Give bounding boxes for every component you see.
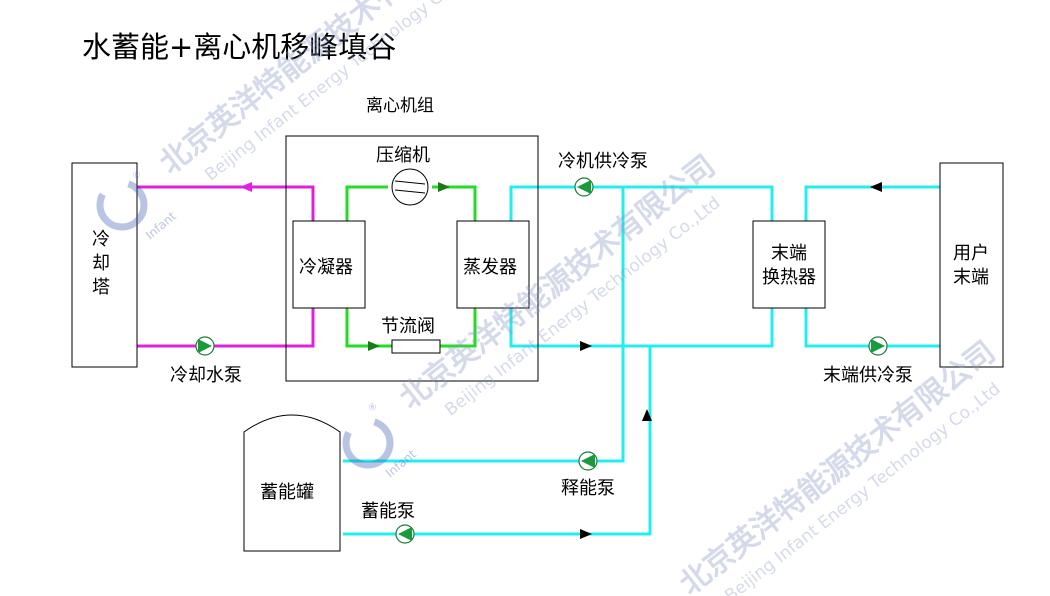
- flow-arrow-icon: [580, 341, 592, 351]
- storage-pump-label: 蓄能泵: [361, 501, 415, 522]
- storage-pump-icon: [395, 524, 415, 544]
- flow-arrow-icon: [642, 409, 652, 421]
- cooling-tower-box: [71, 162, 138, 368]
- cooling-tower-label-2: 却: [92, 253, 110, 274]
- logo-icon: [96, 179, 148, 231]
- cooling-tower-label-1: 冷: [92, 229, 110, 250]
- chiller-supply-pipe: [509, 185, 774, 222]
- end-heat-exchanger-label-1: 末端: [771, 243, 807, 264]
- svg-text:®: ®: [368, 403, 377, 413]
- refrigerant-suction-pipe: [432, 185, 477, 222]
- end-heat-exchanger-label-2: 换热器: [762, 267, 816, 288]
- flow-arrow-icon: [438, 182, 450, 192]
- throttle-label: 节流阀: [381, 316, 435, 337]
- user-end-label-1: 用户: [953, 243, 989, 264]
- logo-icon: [342, 417, 394, 469]
- cooling-water-pump-icon: [195, 336, 215, 356]
- end-supply-pump-label: 末端供冷泵: [823, 365, 913, 386]
- svg-text:Beijing Infant Energy Technolo: Beijing Infant Energy Technology Co.,Ltd: [721, 379, 1004, 596]
- storage-tank-label: 蓄能罐: [260, 482, 314, 503]
- cooling-water-return-pipe: [137, 185, 315, 222]
- flow-arrow-icon: [240, 182, 252, 192]
- cooling-tower-label-3: 塔: [92, 277, 110, 298]
- chiller-supply-pump-icon: [574, 177, 594, 197]
- storage-tank-shape: [243, 414, 341, 552]
- flow-arrow-icon: [580, 529, 592, 539]
- watermark-2: 北京英洋特能源技术有限公司 Beijing Infant Energy Tech…: [393, 149, 724, 421]
- chiller-unit-title: 离心机组: [366, 96, 434, 116]
- flow-arrow-icon: [870, 182, 882, 192]
- cooling-water-arrows: [240, 182, 252, 192]
- release-branch-pipe: [343, 187, 625, 463]
- compressor-icon: [391, 168, 429, 206]
- refrigerant-arrows: [368, 182, 450, 351]
- chiller-return-pipe: [509, 308, 774, 348]
- refrigerant-discharge-pipe: [345, 185, 388, 222]
- cooling-water-pipes: [137, 185, 315, 348]
- cooling-water-supply-pipe: [137, 308, 315, 348]
- release-pump-icon: [578, 451, 598, 471]
- throttle-valve-icon: [391, 339, 441, 354]
- chiller-unit-box: [285, 135, 539, 382]
- evaporator-label: 蒸发器: [463, 257, 517, 278]
- end-supply-pump-icon: [868, 336, 888, 356]
- chilled-water-arrows: [580, 182, 882, 539]
- release-pump-label: 释能泵: [561, 478, 615, 499]
- page-title: 水蓄能+离心机移峰填谷: [82, 30, 396, 64]
- refrigerant-expansion-pipe: [440, 308, 477, 348]
- evaporator-box: [456, 220, 530, 309]
- end-heat-exchanger-box: [752, 220, 826, 309]
- chiller-supply-pump-label: 冷机供冷泵: [558, 151, 648, 172]
- cooling-water-pump-label: 冷却水泵: [170, 365, 242, 386]
- condenser-label: 冷凝器: [299, 257, 353, 278]
- watermark-logo-2: ® Infant: [342, 403, 419, 480]
- svg-text:Infant: Infant: [143, 209, 179, 242]
- user-end-box: [939, 162, 1004, 368]
- flow-arrow-icon: [368, 341, 380, 351]
- user-return-pipe: [804, 185, 940, 222]
- user-supply-pipe: [804, 308, 940, 348]
- condenser-box: [292, 220, 366, 309]
- chilled-water-pipes: [343, 185, 940, 536]
- compressor-label: 压缩机: [376, 145, 430, 166]
- user-end-label-2: 末端: [953, 267, 989, 288]
- svg-text:®: ®: [132, 171, 141, 181]
- storage-branch-pipe: [343, 346, 652, 536]
